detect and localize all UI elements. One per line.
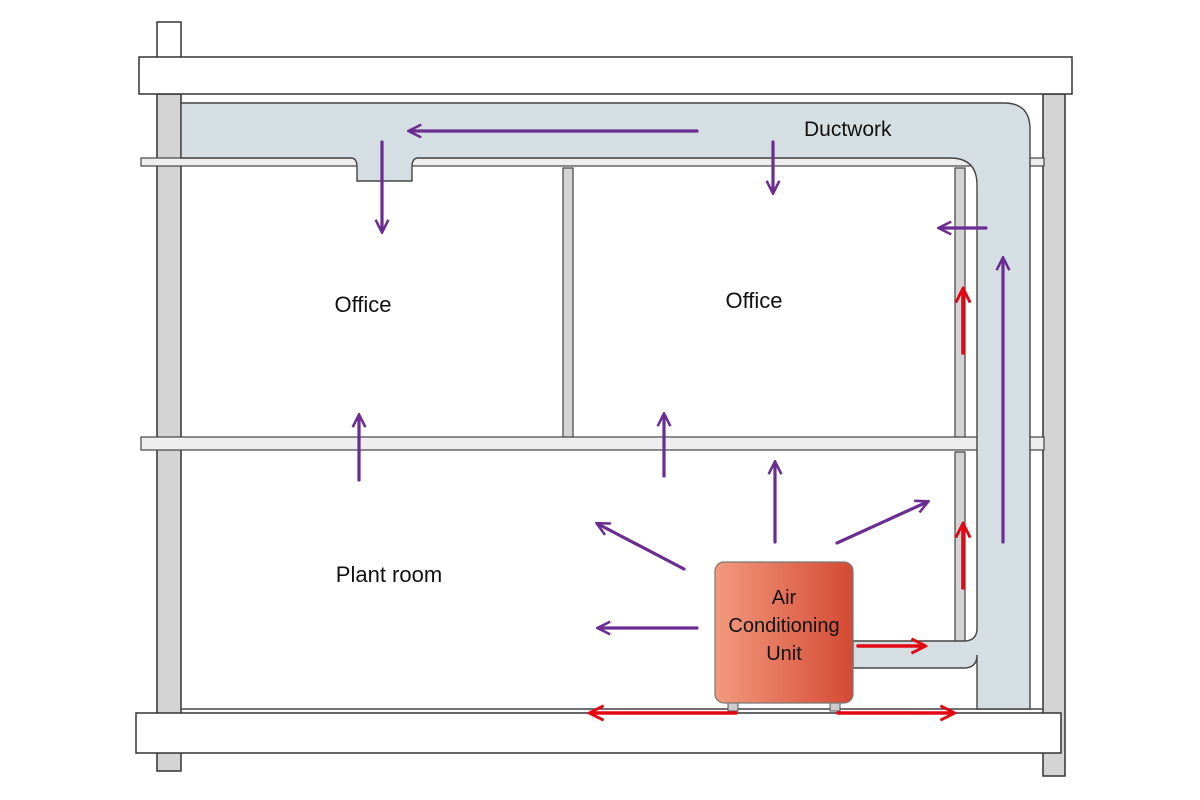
office-right-label: Office	[725, 288, 782, 313]
plant-room-label: Plant room	[336, 562, 442, 587]
return-airflow-arrows	[591, 290, 963, 713]
building-structure	[135, 21, 1073, 777]
main-duct	[180, 102, 1031, 710]
unit-label-line2: Conditioning	[728, 615, 839, 637]
roof-slab	[138, 56, 1073, 95]
column-stub-top	[156, 21, 182, 59]
supply-airflow-arrows	[359, 131, 1003, 628]
left-column	[156, 93, 182, 772]
unit-up-right-arrow	[835, 502, 927, 545]
middle-floor	[140, 436, 1045, 451]
ductwork	[180, 102, 1031, 710]
office-left-label: Office	[334, 292, 391, 317]
unit-label-line3: Unit	[766, 643, 802, 665]
unit-label-line1: Air	[772, 587, 797, 609]
ceiling-upper	[140, 157, 1045, 167]
ductwork-label: Ductwork	[804, 118, 892, 141]
unit-body	[714, 561, 854, 704]
ground-slab	[135, 712, 1062, 754]
unit-up-left-arrow	[598, 524, 686, 571]
right-column	[1042, 93, 1066, 777]
air-conditioning-unit	[714, 561, 854, 712]
labels: Ductwork Office Office Plant room Air Co…	[334, 118, 892, 665]
office-partition	[562, 167, 574, 438]
